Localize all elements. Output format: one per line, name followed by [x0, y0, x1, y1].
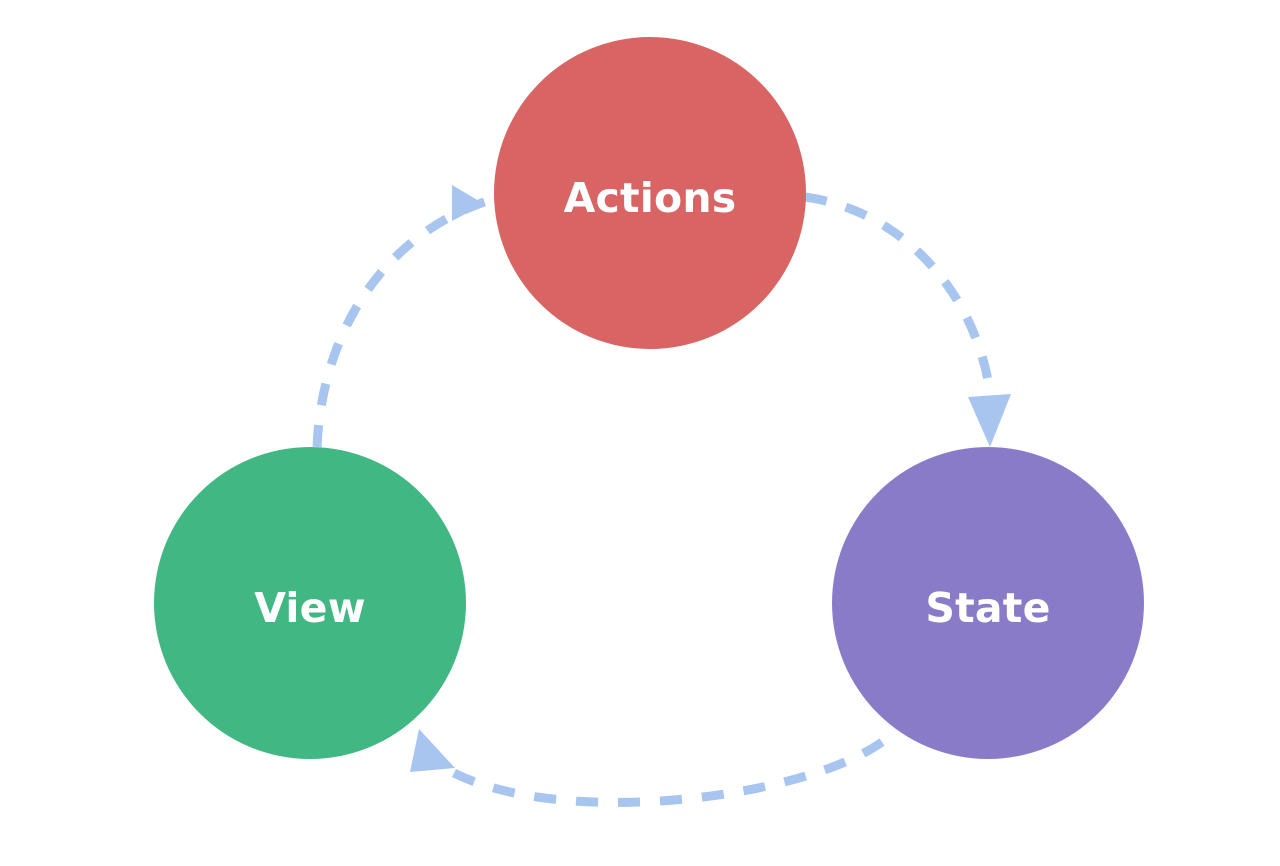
edge-view-to-actions[interactable]: [312, 185, 489, 448]
arrowhead-upleft-into-view: [410, 729, 455, 772]
edge-state-to-view-path: [449, 738, 885, 807]
node-actions[interactable]: Actions: [494, 37, 806, 349]
node-state-circle: [832, 447, 1144, 759]
edge-layer: [312, 185, 1011, 807]
node-state[interactable]: State: [832, 447, 1144, 759]
arrowhead-right-into-actions: [452, 185, 484, 221]
node-actions-label: Actions: [564, 174, 737, 222]
arrowhead-down-into-state: [968, 394, 1011, 447]
node-layer: Actions State View: [154, 37, 1144, 759]
edge-view-to-actions-path: [312, 196, 489, 448]
node-actions-circle: [494, 37, 806, 349]
edge-actions-to-state-path: [804, 192, 995, 393]
edge-state-to-view[interactable]: [410, 729, 885, 807]
node-view-circle: [154, 447, 466, 759]
node-view[interactable]: View: [154, 447, 466, 759]
edge-actions-to-state[interactable]: [804, 192, 1011, 447]
node-view-label: View: [254, 584, 366, 632]
node-state-label: State: [925, 584, 1050, 632]
